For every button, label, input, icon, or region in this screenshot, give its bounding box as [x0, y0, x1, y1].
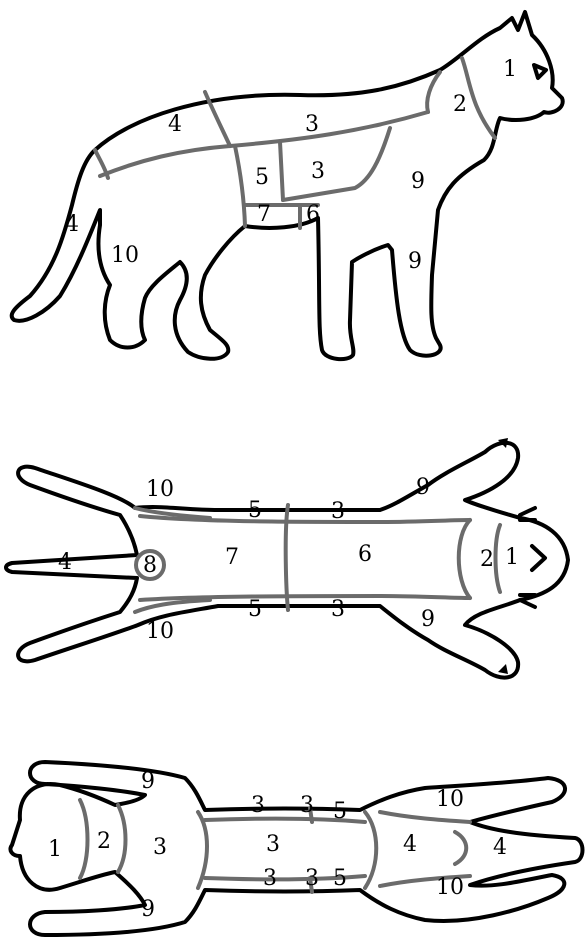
ventral-view: 1 2 3 3 4 5 5 6 7 8 9 9 10 10	[6, 438, 568, 678]
lateral-outline	[12, 12, 563, 359]
dorsal-label-foreleg-bottom: 9	[141, 897, 155, 922]
ventral-label-flank-bottom: 5	[248, 597, 262, 622]
ventral-label-perineum: 8	[143, 553, 157, 578]
dorsal-view: 1 2 3 3 3 3 3 3 5 5 4 4 9 9 10 10	[10, 762, 582, 935]
lateral-label-side-chest: 3	[311, 159, 325, 184]
dorsal-label-side-top: 3	[251, 793, 265, 818]
lateral-label-shoulder: 9	[411, 169, 425, 194]
lateral-label-back-upper: 3	[305, 112, 319, 137]
dorsal-neck-line	[118, 805, 126, 872]
dorsal-label-head: 1	[48, 837, 62, 862]
dorsal-label-tail: 4	[493, 835, 507, 860]
ventral-label-flank-top: 5	[248, 498, 262, 523]
lateral-label-back-lower: 4	[168, 112, 182, 137]
ventral-neck-line	[459, 520, 470, 598]
ventral-label-neck: 2	[480, 547, 494, 572]
dorsal-tail-line	[455, 832, 466, 864]
lateral-label-neck: 2	[453, 92, 467, 117]
ventral-claw-bottom	[498, 664, 508, 674]
dorsal-label-side-bottom: 3	[263, 866, 277, 891]
ventral-label-head: 1	[505, 545, 519, 570]
lateral-flank-front	[235, 146, 245, 226]
dorsal-label-foreleg-top: 9	[141, 769, 155, 794]
lateral-label-hindleg: 10	[111, 243, 139, 268]
lateral-flank-mid	[280, 142, 283, 200]
lateral-neck-line-back	[427, 72, 440, 112]
ventral-ear-bottom	[520, 595, 535, 607]
dorsal-label-neck: 2	[97, 829, 111, 854]
dorsal-label-hindleg-top: 10	[436, 787, 464, 812]
ventral-ear-top	[520, 508, 535, 520]
dorsal-head-line	[80, 800, 88, 878]
dorsal-label-side-bottom-2: 3	[305, 866, 319, 891]
dorsal-label-shoulders: 3	[153, 835, 167, 860]
ventral-label-abdomen: 7	[225, 545, 239, 570]
lateral-label-head: 1	[503, 57, 517, 82]
ventral-label-foreleg-bottom: 9	[421, 607, 435, 632]
ventral-label-side-bottom: 3	[331, 597, 345, 622]
dorsal-hind-top	[380, 812, 470, 822]
lateral-label-belly-front: 6	[306, 202, 320, 227]
dorsal-label-back-mid: 3	[266, 832, 280, 857]
lateral-label-flank: 5	[255, 165, 269, 190]
dorsal-label-rump: 4	[403, 832, 417, 857]
dorsal-label-side-top-2: 3	[300, 793, 314, 818]
ventral-label-hindleg-bottom: 10	[146, 619, 174, 644]
ventral-label-hindleg-top: 10	[146, 477, 174, 502]
lateral-label-belly-rear: 7	[257, 202, 271, 227]
lateral-label-tail: 4	[65, 212, 79, 237]
ventral-label-chest: 6	[358, 542, 372, 567]
dorsal-label-flank-top: 5	[333, 799, 347, 824]
ventral-chest-divider	[286, 505, 288, 610]
lateral-label-foreleg: 9	[408, 249, 422, 274]
ventral-head-line	[496, 525, 501, 592]
dorsal-label-hindleg-bottom: 10	[436, 875, 464, 900]
ventral-label-tail: 4	[58, 550, 72, 575]
ventral-label-foreleg-top: 9	[416, 475, 430, 500]
ventral-label-side-top: 3	[331, 499, 345, 524]
dorsal-label-flank-bottom: 5	[333, 866, 347, 891]
ventral-mouth	[532, 546, 545, 570]
lateral-ear-inner	[534, 65, 546, 78]
lateral-view: 1 2 3 3 4 4 5 6 7 9 9 10	[12, 12, 563, 359]
